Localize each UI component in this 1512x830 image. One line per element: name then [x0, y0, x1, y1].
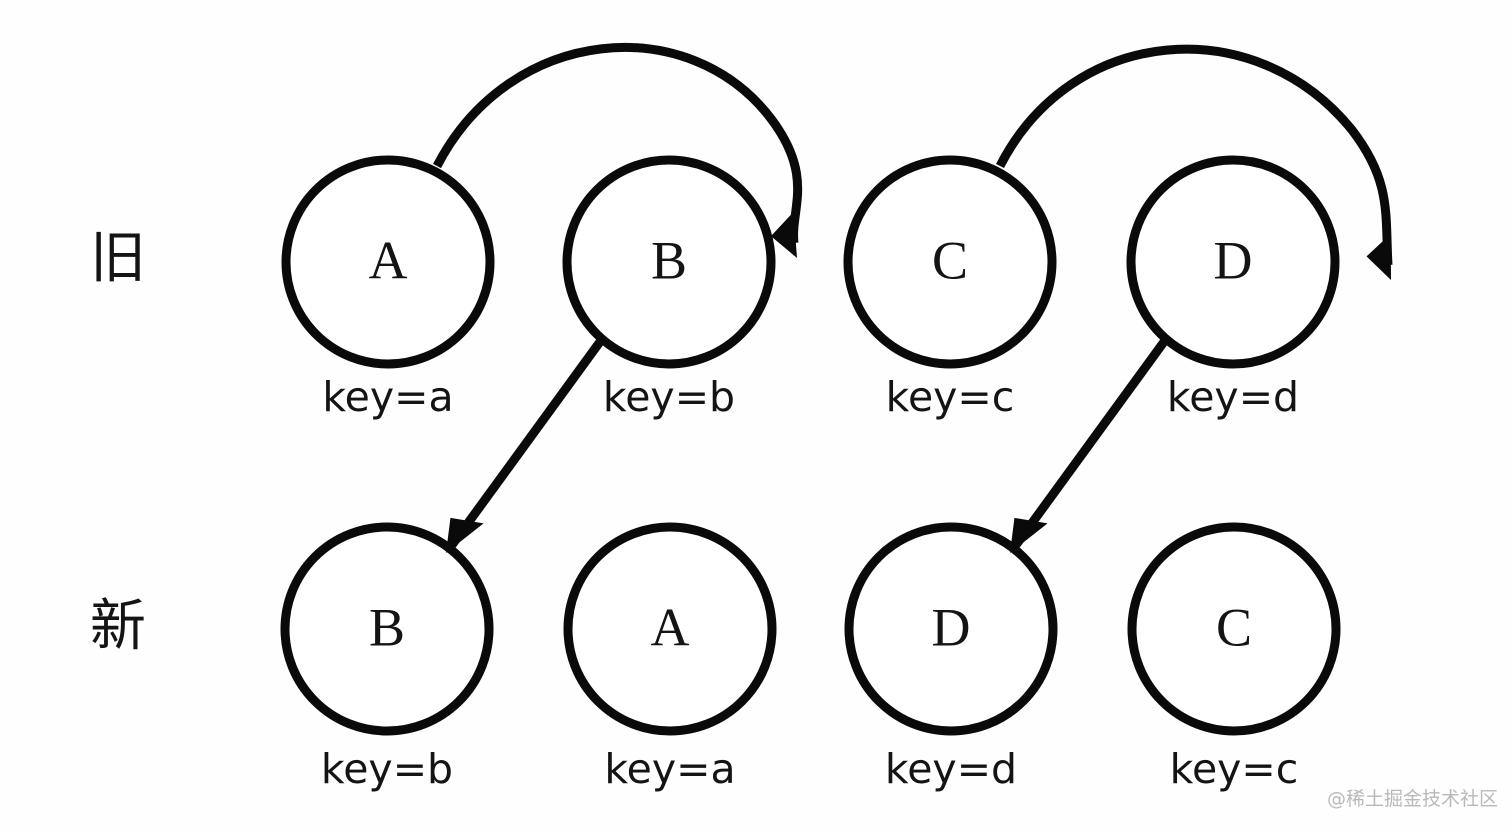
node-letter: B — [651, 230, 687, 290]
node-key-label: key=a — [604, 745, 735, 793]
arrowhead — [1010, 517, 1048, 553]
node-group-old-3[interactable]: D key=d — [1126, 155, 1340, 421]
node-key-label: key=c — [1170, 745, 1299, 793]
row-label-old: 旧 — [90, 226, 146, 291]
node-group-new-0[interactable]: B key=b — [280, 522, 494, 793]
node-circle[interactable] — [280, 522, 494, 736]
edge-path — [995, 44, 1393, 266]
node-letter: A — [651, 597, 690, 657]
edge-arc-c-over-d — [995, 44, 1393, 280]
node-group-old-2[interactable]: C key=c — [843, 155, 1057, 421]
node-circle[interactable] — [844, 522, 1058, 736]
node-key-label: key=d — [1167, 373, 1299, 421]
edge-diagonal-b-to-new-b — [446, 336, 606, 553]
arrowhead — [446, 517, 484, 553]
edge-arc-a-over-b — [433, 43, 803, 258]
node-letter: C — [932, 230, 968, 290]
arrowhead — [1366, 233, 1391, 280]
node-letter: C — [1216, 597, 1252, 657]
node-letter: B — [369, 597, 405, 657]
node-group-new-1[interactable]: A key=a — [563, 522, 777, 793]
node-circle[interactable] — [1126, 155, 1340, 369]
node-group-old-0[interactable]: A key=a — [281, 155, 495, 421]
node-letter: A — [369, 230, 408, 290]
node-circle[interactable] — [843, 155, 1057, 369]
edge-path — [448, 336, 606, 548]
row-label-new: 新 — [90, 594, 146, 659]
arrowhead — [770, 211, 797, 258]
node-group-new-2[interactable]: D key=d — [844, 522, 1058, 793]
node-key-label: key=b — [321, 745, 453, 793]
node-group-new-3[interactable]: C key=c — [1127, 522, 1341, 793]
node-circle[interactable] — [1127, 522, 1341, 736]
node-key-label: key=c — [886, 373, 1015, 421]
node-letter: D — [1214, 230, 1253, 290]
edge-diagonal-d-to-new-d — [1010, 336, 1170, 553]
node-circle[interactable] — [563, 522, 777, 736]
edge-path — [1012, 336, 1170, 548]
node-circle[interactable] — [562, 155, 776, 369]
node-key-label: key=a — [322, 373, 453, 421]
node-letter: D — [932, 597, 971, 657]
edge-path — [433, 43, 803, 244]
node-group-old-1[interactable]: B key=b — [562, 155, 776, 421]
watermark: @稀土掘金技术社区 — [1327, 788, 1498, 810]
node-circle[interactable] — [281, 155, 495, 369]
node-key-label: key=d — [885, 745, 1017, 793]
node-key-label: key=b — [603, 373, 735, 421]
